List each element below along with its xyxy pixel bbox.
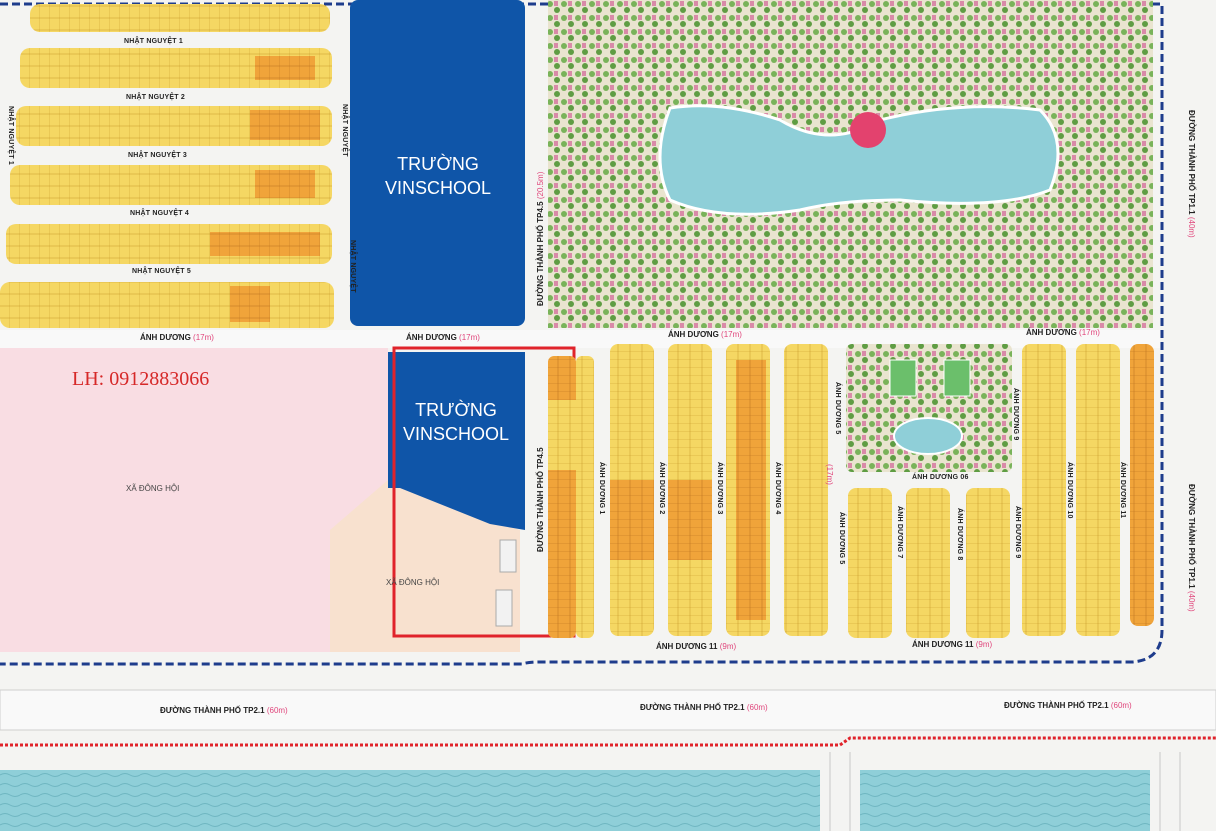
street-label-ad7: ÁNH DƯƠNG 7 [896,506,903,559]
vinschool-top-label: TRƯỜNG VINSCHOOL [378,152,498,200]
commune-label-upper: XÃ ĐÔNG HỘI [126,484,180,493]
school-top-line2: VINSCHOOL [384,178,492,198]
school-bottom-line1: TRƯỜNG [415,400,497,420]
street-label-ad9: ÁNH DƯƠNG 9 [1014,506,1021,559]
school-top-line1: TRƯỜNG [397,154,479,174]
street-label-anh-duong-top-center: ÁNH DƯƠNG (17m) [668,330,742,339]
street-label-ad9b: ÁNH DƯƠNG 9 [1012,388,1019,441]
street-label-nhat-nguyet-1: NHẬT NGUYỆT 1 [124,38,183,45]
street-label-ad10: ÁNH DƯƠNG 10 [1066,462,1073,519]
street-label-anh-duong-mid: ÁNH DƯƠNG (17m) [406,333,480,342]
street-label-ad-width: (17m) [825,464,834,485]
street-label-tp11-upper: ĐƯỜNG THÀNH PHỐ TP1.1 (40m) [1187,110,1196,238]
street-label-ad3: ÁNH DƯƠNG 3 [716,462,723,515]
street-label-nhat-nguyet-v1: NHẬT NGUYỆT 1 [7,106,14,165]
street-label-tp21-b: ĐƯỜNG THÀNH PHỐ TP2.1 (60m) [640,703,768,712]
project-boundary-blue [0,2,1164,666]
street-label-nhat-nguyet-5: NHẬT NGUYỆT 5 [132,268,191,275]
street-label-anh-duong-11-a: ÁNH DƯƠNG 11 (9m) [656,642,737,651]
school-bottom-line2: VINSCHOOL [402,424,510,444]
commune-area-upper [0,348,388,652]
vinschool-bottom [388,352,525,530]
project-boundary-red [0,736,1216,747]
street-label-ad8: ÁNH DƯƠNG 8 [956,508,963,561]
street-label-tp11-lower: ĐƯỜNG THÀNH PHỐ TP1.1 (40m) [1187,484,1196,612]
street-label-nhat-nguyet-4: NHẬT NGUYỆT 4 [130,210,189,217]
street-label-ad2: ÁNH DƯƠNG 2 [658,462,665,515]
street-label-tp21-c: ĐƯỜNG THÀNH PHỐ TP2.1 (60m) [1004,701,1132,710]
street-label-anh-duong-top-right: ÁNH DƯƠNG (17m) [1026,328,1100,337]
commune-area-lower [330,480,520,652]
anh-duong-blocks [548,344,1154,638]
street-label-tp45-upper: ĐƯỜNG THÀNH PHỐ TP4.5 (20.5m) [536,171,545,306]
street-label-nhat-nguyet-3: NHẬT NGUYỆT 3 [128,152,187,159]
sea [0,770,1216,831]
commune-label-lower: XÃ ĐÔNG HỘI [386,578,440,587]
street-label-ad5b: ÁNH DƯƠNG 5 [838,512,845,565]
street-label-tp45-lower: ĐƯỜNG THÀNH PHỐ TP4.5 [536,447,545,552]
lagoon [658,104,1060,216]
street-label-ad6: ÁNH DƯƠNG 06 [912,474,969,481]
street-label-anh-duong-11-b: ÁNH DƯƠNG 11 (9m) [912,640,993,649]
street-label-nhat-nguyet-v3: NHẬT NGUYỆT [349,240,356,293]
street-label-nhat-nguyet-v2: NHẬT NGUYỆT [341,104,348,157]
street-label-ad5: ÁNH DƯƠNG 5 [834,382,841,435]
street-label-anh-duong-left: ÁNH DƯƠNG (17m) [140,333,214,342]
nhat-nguyet-blocks [0,4,334,328]
pavilion [850,112,886,148]
street-label-ad4: ÁNH DƯƠNG 4 [774,462,781,515]
street-label-ad1: ÁNH DƯƠNG 1 [598,462,605,515]
vinschool-top [350,0,525,326]
contact-phone: LH: 0912883066 [72,368,210,390]
street-label-ad11: ÁNH DƯƠNG 11 [1119,462,1126,519]
vinschool-bottom-label: TRƯỜNG VINSCHOOL [396,398,516,446]
street-label-tp21-a: ĐƯỜNG THÀNH PHỐ TP2.1 (60m) [160,706,288,715]
street-label-nhat-nguyet-2: NHẬT NGUYỆT 2 [126,94,185,101]
